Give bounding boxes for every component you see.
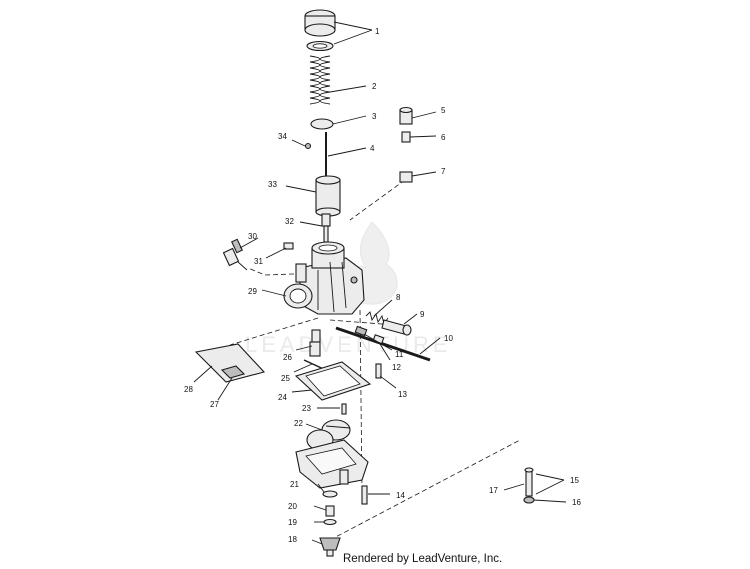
- callout-2: 2: [372, 82, 377, 91]
- leader-lines: [193, 21, 567, 545]
- callout-21: 21: [290, 480, 299, 489]
- part-bowl-gasket: [294, 361, 372, 401]
- part-bracket: [220, 365, 246, 379]
- callout-6: 6: [441, 133, 446, 142]
- part-spring: [309, 55, 331, 105]
- part-drain-plug: [319, 537, 341, 557]
- part-adjuster: [401, 131, 411, 143]
- callout-25: 25: [281, 374, 290, 383]
- part-cap: [304, 9, 336, 52]
- callout-7: 7: [441, 167, 446, 176]
- part-vent-fitting: [523, 496, 535, 504]
- callout-18: 18: [288, 535, 297, 544]
- callout-17: 17: [489, 486, 498, 495]
- callout-24: 24: [278, 393, 287, 402]
- callout-8: 8: [396, 293, 401, 302]
- part-main-jet-holder: [309, 329, 321, 357]
- part-carburetor-body: [283, 241, 365, 315]
- callout-13: 13: [398, 390, 407, 399]
- callout-30: 30: [248, 232, 257, 241]
- callout-numbers: 1 2 3 34 4 5 6 7 33 32 30 31 29 8 9 10 1…: [184, 27, 581, 544]
- part-vent-tube: [524, 467, 534, 497]
- callout-23: 23: [302, 404, 311, 413]
- callout-26: 26: [283, 353, 292, 362]
- credit-text: Rendered by LeadVenture, Inc.: [343, 553, 503, 565]
- part-clip: [304, 142, 312, 150]
- part-float-bowl-plate: [194, 343, 266, 383]
- callout-29: 29: [248, 287, 257, 296]
- callout-31: 31: [254, 257, 263, 266]
- part-adjuster-nut: [399, 171, 413, 183]
- callout-11: 11: [395, 350, 404, 359]
- part-float-bowl: [295, 439, 369, 489]
- callout-10: 10: [444, 334, 453, 343]
- part-pilot-screw: [381, 319, 412, 336]
- callout-4: 4: [370, 144, 375, 153]
- part-small-screw: [283, 242, 294, 250]
- callout-22: 22: [294, 419, 303, 428]
- callout-19: 19: [288, 518, 297, 527]
- part-bowl-screw: [361, 485, 368, 505]
- part-needle-jet: [321, 213, 331, 243]
- part-retainer: [310, 118, 334, 130]
- callout-33: 33: [268, 180, 277, 189]
- part-drain-screw: [375, 363, 382, 379]
- part-pilot-jet: [354, 325, 368, 337]
- callout-28: 28: [184, 385, 193, 394]
- callout-12: 12: [392, 363, 401, 372]
- part-throttle-slide: [315, 175, 341, 217]
- part-rod: [335, 326, 431, 362]
- callout-5: 5: [441, 106, 446, 115]
- watermark-text: LEADVENTURE: [245, 332, 452, 357]
- carburetor-parts: [194, 9, 535, 557]
- callout-9: 9: [420, 310, 425, 319]
- callout-3: 3: [372, 112, 377, 121]
- callout-34: 34: [278, 132, 287, 141]
- callout-27: 27: [210, 400, 219, 409]
- part-o-ring: [322, 490, 338, 498]
- callout-16: 16: [572, 498, 581, 507]
- part-needle-valve: [341, 403, 347, 415]
- part-main-jet: [325, 505, 335, 517]
- callout-1: 1: [375, 27, 380, 36]
- callout-15: 15: [570, 476, 579, 485]
- callout-32: 32: [285, 217, 294, 226]
- part-throttle-stop-screw: [222, 238, 248, 271]
- callout-20: 20: [288, 502, 297, 511]
- part-washer: [323, 518, 337, 526]
- part-adjuster-cap: [399, 106, 413, 125]
- callout-14: 14: [396, 491, 405, 500]
